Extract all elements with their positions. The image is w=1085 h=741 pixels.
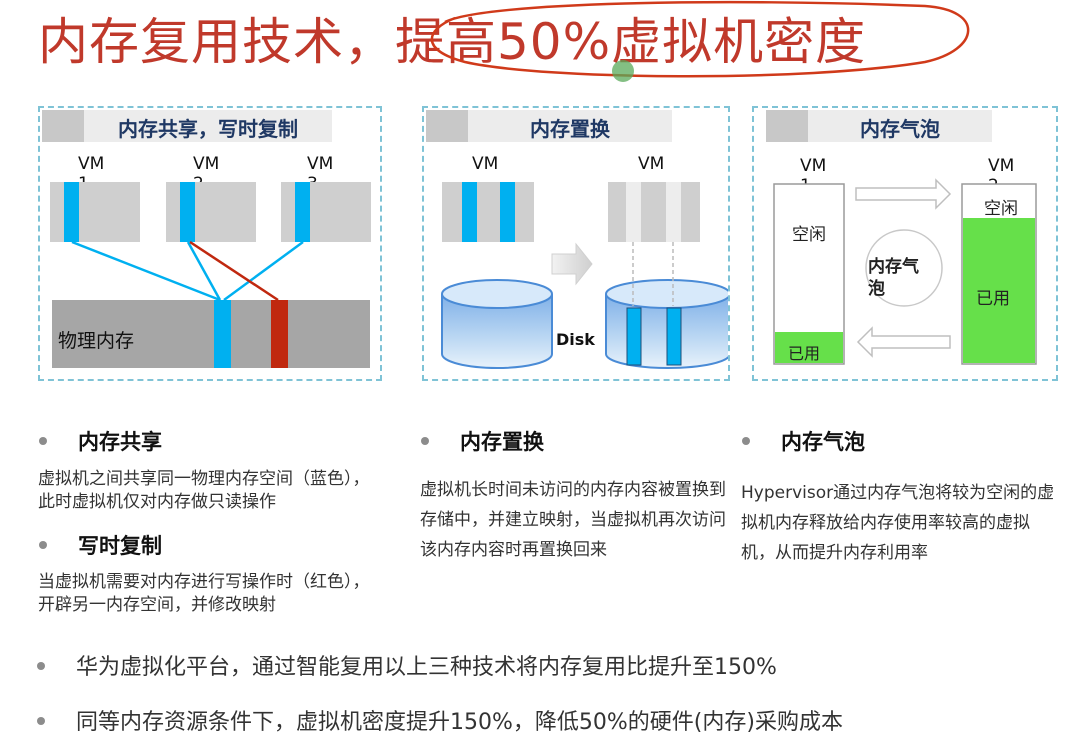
- section-title: 写时复制: [78, 534, 162, 558]
- bullet-icon: [37, 717, 45, 725]
- panel-memory-balloon: 内存气泡 VM 1 VM 2 空闲 已用 空闲 已用 内存气 泡: [752, 106, 1058, 381]
- memory-sharing-diagram: [50, 182, 371, 368]
- memory-balloon-diagram: [773, 178, 1037, 365]
- disk-label: Disk: [556, 330, 595, 349]
- used-label-left: 已用: [788, 344, 821, 363]
- vm2-shared-page: [180, 182, 195, 242]
- bullet-icon: [742, 437, 750, 445]
- title-part2: 提高50%虚拟机密度: [395, 13, 867, 71]
- section-text: Hypervisor通过内存气泡将较为空闲的虚拟机内存释放给内存使用率较高的虚拟…: [741, 483, 1055, 563]
- physical-copied-page: [271, 300, 288, 368]
- memory-swap-diagram: [441, 182, 728, 369]
- annotation-ellipse: [430, 0, 970, 78]
- pointer-cursor-icon: [612, 60, 634, 82]
- physical-shared-page: [214, 300, 231, 368]
- swapped-slot-2: [666, 182, 681, 242]
- free-label-left: 空闲: [792, 225, 826, 245]
- section-title: 内存共享: [78, 430, 162, 454]
- section-text: 虚拟机长时间未访问的内存内容被置换到存储中，并建立映射，当虚拟机再次访问该内存内…: [420, 480, 726, 560]
- panel-header-label: 内存置换: [530, 117, 610, 141]
- page-on-disk-1: [626, 307, 642, 366]
- vm2-used: [963, 218, 1035, 363]
- vm-memory-before: [442, 182, 534, 242]
- vm1-used: [775, 332, 843, 363]
- bullet-icon: [37, 662, 45, 670]
- vm1-shared-page: [64, 182, 79, 242]
- balloon-circle: [865, 229, 943, 307]
- physical-memory-label: 物理内存: [58, 330, 135, 352]
- panel-header: 内存置换: [426, 110, 672, 142]
- vm3-memory-block: [281, 182, 371, 242]
- section-text: 当虚拟机需要对内存进行写操作时（红色），开辟另一内存空间，并修改映射: [38, 572, 370, 615]
- bullet-icon: [39, 541, 47, 549]
- summary-line-1: 华为虚拟化平台，通过智能复用以上三种技术将内存复用比提升至150%: [76, 655, 777, 680]
- swapped-slot-1: [626, 182, 641, 242]
- page-before-1: [462, 182, 477, 242]
- left-arrow-icon: [856, 326, 951, 358]
- section-text: 虚拟机之间共享同一物理内存空间（蓝色），此时虚拟机仅对内存做只读操作: [38, 469, 370, 512]
- bullet-icon: [421, 437, 429, 445]
- vm1-memory-block: [50, 182, 140, 242]
- panel-header: 内存气泡: [766, 110, 992, 142]
- physical-memory-bar: [52, 300, 370, 368]
- used-label-right: 已用: [976, 289, 1010, 309]
- vm2-memory-block: [166, 182, 256, 242]
- vm-memory-after: [608, 182, 700, 242]
- panel-header-label: 内存气泡: [860, 117, 940, 141]
- vm-label: VM: [638, 154, 665, 174]
- right-arrow-icon: [855, 178, 952, 210]
- panel-memory-swap: 内存置换 VM VM Disk: [422, 106, 730, 381]
- panel-memory-sharing: 内存共享，写时复制 VM 1 VM 2 VM 3 物理内存: [38, 106, 382, 381]
- section-title: 内存置换: [460, 430, 544, 454]
- panel-header: 内存共享，写时复制: [42, 110, 332, 142]
- summary-line-2: 同等内存资源条件下，虚拟机密度提升150%，降低50%的硬件(内存)采购成本: [76, 710, 843, 735]
- panel-header-label: 内存共享，写时复制: [118, 117, 298, 141]
- bullet-icon: [39, 437, 47, 445]
- page-title: 内存复用技术，提高50%虚拟机密度: [38, 2, 866, 74]
- free-label-right: 空闲: [984, 199, 1018, 219]
- page-on-disk-2: [666, 307, 682, 366]
- title-part1: 内存复用技术，: [38, 13, 395, 71]
- swap-arrow-icon: [551, 242, 593, 286]
- page-before-2: [500, 182, 515, 242]
- vm-label: VM: [472, 154, 499, 174]
- section-title: 内存气泡: [781, 430, 865, 454]
- vm3-shared-page: [295, 182, 310, 242]
- balloon-label: 内存气 泡: [868, 257, 919, 299]
